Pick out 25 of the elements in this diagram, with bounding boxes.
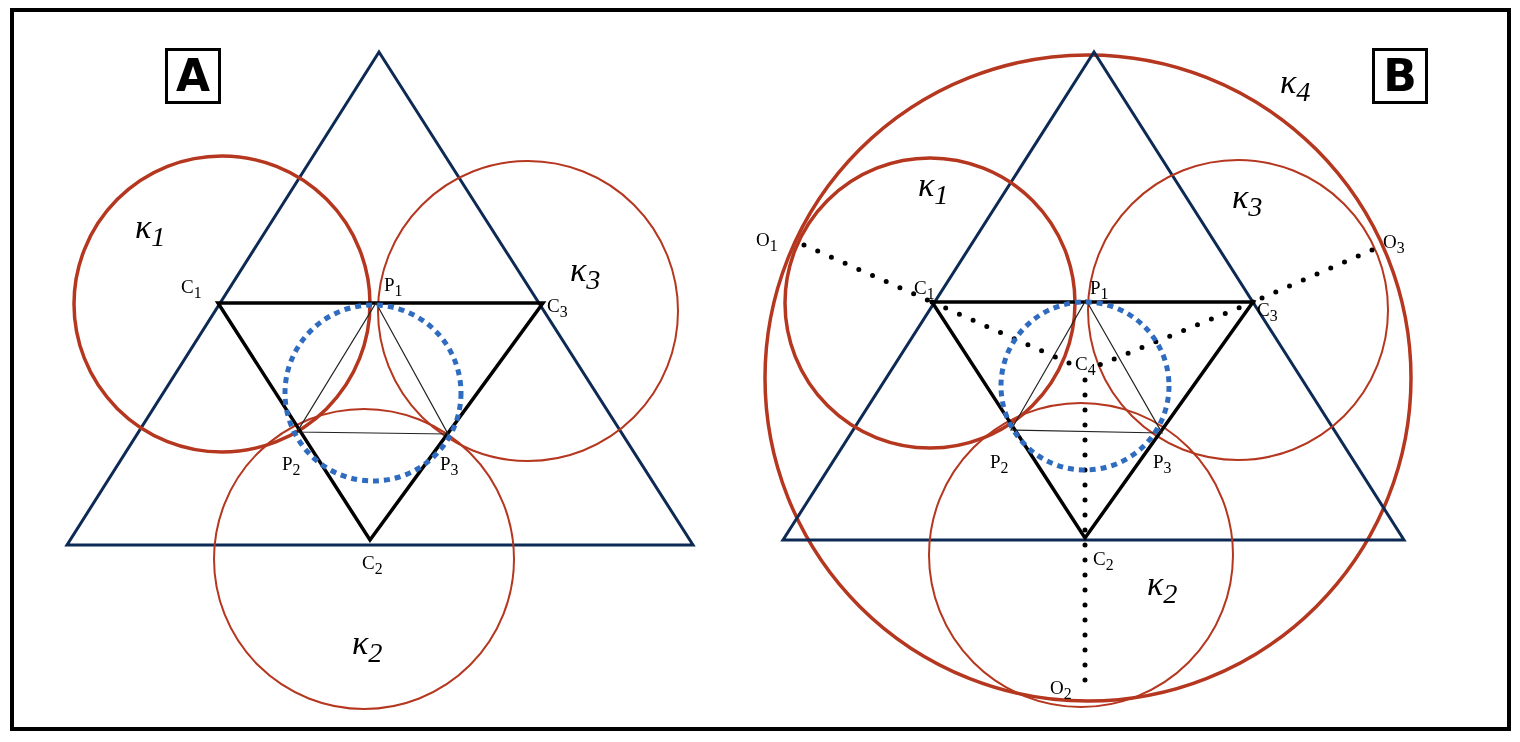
point-label: C$_{3}$	[547, 296, 568, 320]
point-label: C$_{3}$	[1257, 300, 1278, 324]
point-label: C$_{2}$	[362, 553, 383, 577]
point-label: O$_{3}$	[1383, 232, 1405, 256]
circle-label: κ$_{2}$	[352, 626, 383, 668]
point-label: P$_{2}$	[282, 454, 301, 478]
point-label: P$_{1}$	[384, 275, 403, 299]
panel-letter: B	[1372, 48, 1428, 104]
point-label: P$_{3}$	[1153, 452, 1172, 476]
panel-letter: A	[165, 48, 221, 104]
point-label: P$_{1}$	[1090, 278, 1109, 302]
point-label: C$_{4}$	[1075, 354, 1096, 378]
point-label: O$_{1}$	[756, 230, 778, 254]
circle-label: κ$_{2}$	[1147, 567, 1178, 609]
point-label: P$_{3}$	[440, 454, 459, 478]
point-label: P$_{2}$	[990, 452, 1009, 476]
point-label: O$_{2}$	[1050, 678, 1072, 702]
point-label: C$_{2}$	[1093, 549, 1114, 573]
circle-label: κ$_{1}$	[135, 210, 166, 252]
circle-label: κ$_{3}$	[1232, 180, 1263, 222]
circle-label: κ$_{4}$	[1280, 65, 1311, 107]
circle-label: κ$_{3}$	[570, 253, 601, 295]
point-label: C$_{1}$	[914, 278, 935, 302]
circle-label: κ$_{1}$	[918, 168, 949, 210]
point-label: C$_{1}$	[181, 277, 202, 301]
